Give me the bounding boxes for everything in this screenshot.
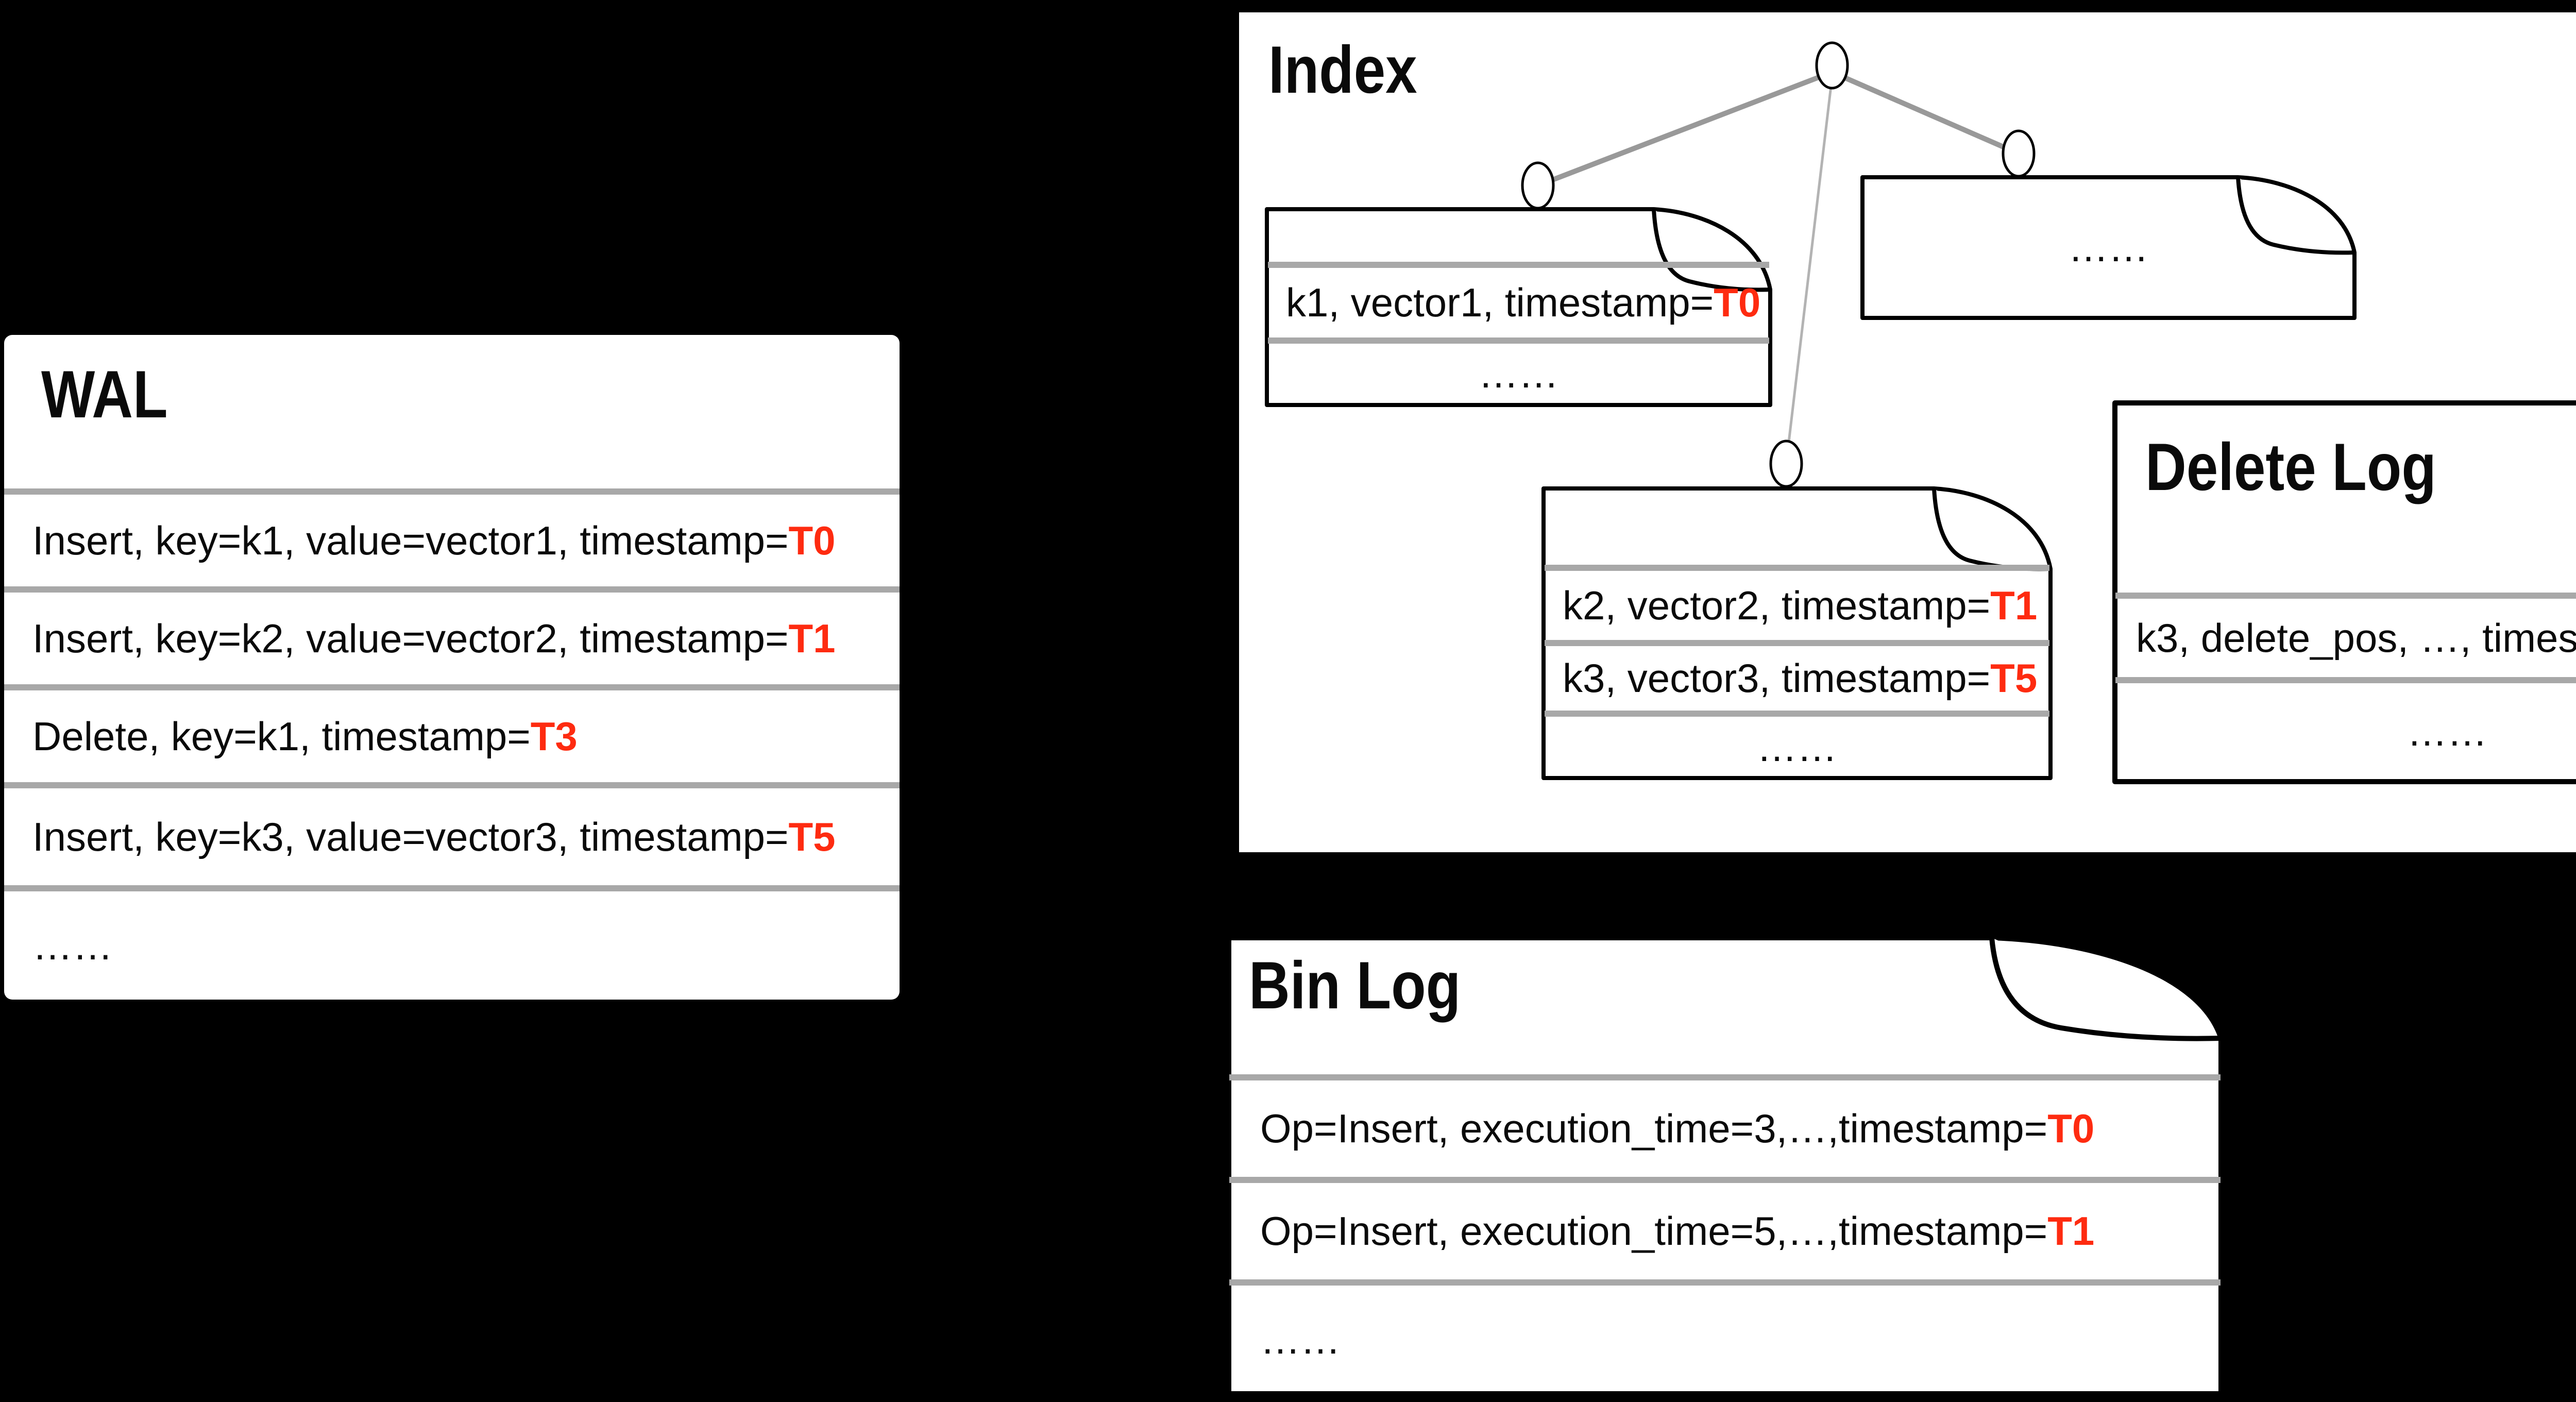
wal-log-row-3: Delete, key=k1, timestamp=T3 xyxy=(4,684,900,782)
timestamp-value: T1 xyxy=(788,615,836,661)
segment-row: k2, vector2, timestamp=T1 xyxy=(1545,565,2049,640)
tree-node-right xyxy=(2002,129,2036,178)
timestamp-value: T0 xyxy=(2047,1106,2095,1151)
timestamp-value: T0 xyxy=(788,517,836,563)
segment-row-ellipsis: …… xyxy=(1268,337,1769,404)
delete-log-doc: Delete Log k3, delete_pos, …, timestamp=… xyxy=(2112,400,2576,784)
ellipsis-text: …… xyxy=(1757,724,1837,770)
entry-text: k2, vector2, timestamp= xyxy=(1563,582,1991,628)
folded-corner xyxy=(2236,177,2355,255)
timestamp-value: T3 xyxy=(530,713,578,759)
ellipsis-text: …… xyxy=(1260,1316,1341,1362)
segment-row: k1, vector1, timestamp=T0 xyxy=(1268,262,1769,337)
delete-log-row: k3, delete_pos, …, timestamp=T3 xyxy=(2115,593,2576,677)
bin-log-row: Op=Insert, execution_time=3,…,timestamp=… xyxy=(1229,1074,2221,1177)
tree-edge-right xyxy=(1831,70,2020,156)
ellipsis-text: …… xyxy=(2068,225,2149,270)
note-shape xyxy=(1541,486,2053,780)
log-text: Insert, key=k2, value=vector2, timestamp… xyxy=(32,615,789,661)
wal-title: WAL xyxy=(41,357,168,432)
tree-node-root xyxy=(1815,41,1849,90)
timestamp-value: T0 xyxy=(1714,280,1761,325)
delete-log-row-ellipsis: …… xyxy=(2115,677,2576,780)
wal-log-row-4: Insert, key=k3, value=vector3, timestamp… xyxy=(4,782,900,885)
ellipsis-text: …… xyxy=(32,922,113,968)
log-text: Delete, key=k1, timestamp= xyxy=(32,713,531,759)
note-shape xyxy=(2112,400,2576,784)
segment-doc-k2k3: k2, vector2, timestamp=T1 k3, vector3, t… xyxy=(1541,486,2053,780)
log-text: Insert, key=k3, value=vector3, timestamp… xyxy=(32,814,789,859)
tree-node-left xyxy=(1521,161,1555,210)
timestamp-value: T1 xyxy=(2047,1208,2095,1254)
segment-doc-k1: k1, vector1, timestamp=T0 …… xyxy=(1265,207,1772,407)
bin-log-row: Op=Insert, execution_time=5,…,timestamp=… xyxy=(1229,1177,2221,1279)
folded-corner xyxy=(1989,937,2222,1041)
wal-log-row-2: Insert, key=k2, value=vector2, timestamp… xyxy=(4,586,900,684)
tree-edge-left xyxy=(1537,70,1833,188)
wal-header: WAL xyxy=(4,335,900,488)
tree-node-middle xyxy=(1769,440,1803,488)
folded-corner xyxy=(1652,209,1771,292)
timestamp-value: T5 xyxy=(1990,655,2038,701)
bin-log-doc: Bin Log Op=Insert, execution_time=3,…,ti… xyxy=(1226,935,2224,1396)
note-shape xyxy=(1860,175,2357,320)
delete-log-title: Delete Log xyxy=(2145,429,2436,504)
bin-log-title: Bin Log xyxy=(1249,948,1461,1023)
bin-log-row-ellipsis: …… xyxy=(1229,1279,2221,1394)
entry-text: Op=Insert, execution_time=3,…,timestamp= xyxy=(1260,1106,2048,1151)
ellipsis-text: …… xyxy=(1478,351,1559,396)
wal-log-row-1: Insert, key=k1, value=vector1, timestamp… xyxy=(4,488,900,586)
segment-row-ellipsis: …… xyxy=(1545,711,2049,778)
note-shape xyxy=(1265,207,1772,407)
entry-text: k3, vector3, timestamp= xyxy=(1563,655,1991,701)
entry-text: Op=Insert, execution_time=5,…,timestamp= xyxy=(1260,1208,2048,1254)
segment-row: k3, vector3, timestamp=T5 xyxy=(1545,640,2049,711)
timestamp-value: T5 xyxy=(788,814,836,859)
timestamp-value: T1 xyxy=(1990,582,2038,628)
tree-edge-middle xyxy=(1785,77,1834,464)
entry-text: k3, delete_pos, …, timestamp= xyxy=(2136,615,2576,661)
segment-doc-more: …… xyxy=(1860,175,2357,320)
log-text: Insert, key=k1, value=vector1, timestamp… xyxy=(32,517,789,563)
entry-text: k1, vector1, timestamp= xyxy=(1286,280,1714,325)
ellipsis-text: …… xyxy=(2407,708,2487,754)
segment-row-ellipsis: …… xyxy=(1863,178,2353,317)
index-title: Index xyxy=(1268,32,1417,107)
wal-log-row-ellipsis: …… xyxy=(4,885,900,1000)
wal-panel: WAL Insert, key=k1, value=vector1, times… xyxy=(4,335,900,1000)
